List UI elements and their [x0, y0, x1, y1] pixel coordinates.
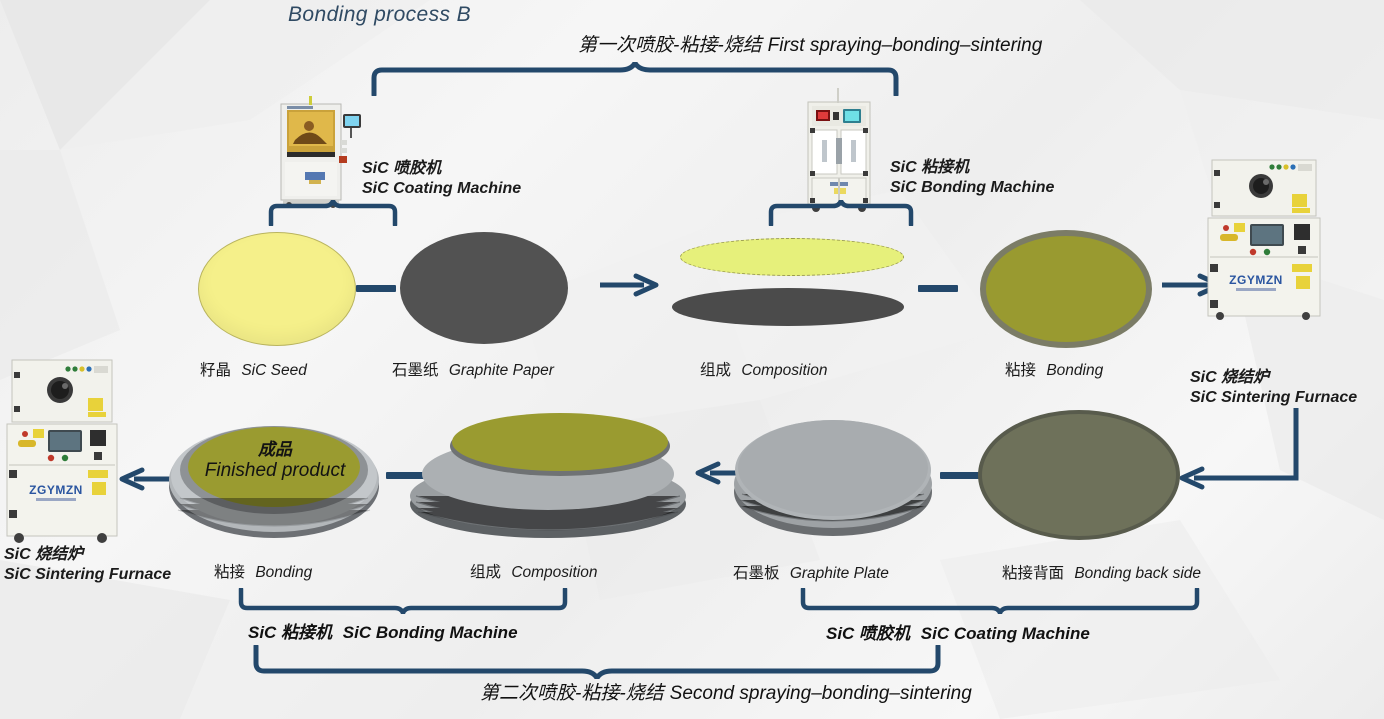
- arrow-furnace-right-to-bottom-row: [1178, 408, 1308, 498]
- machine-bonding-top-en: SiC Bonding Machine: [890, 178, 1055, 196]
- caption-graphite-paper-cn: 石墨纸: [392, 362, 439, 379]
- caption-bonding-back-side: 粘接背面 Bonding back side: [1002, 561, 1201, 583]
- machine-coating-top-en: SiC Coating Machine: [362, 179, 522, 197]
- brace-coating-top: [268, 198, 398, 228]
- machine-furnace-left-cn: SiC 烧结炉: [4, 546, 84, 563]
- caption-composition-bottom: 组成 Composition: [470, 560, 597, 582]
- connector-composition-to-bonding-bottom: [386, 472, 426, 479]
- phase-first-cn: 第一次喷胶-粘接-烧结: [578, 35, 762, 56]
- caption-bonding-top-cn: 粘接: [1005, 362, 1037, 379]
- caption-sic-seed-en: SiC Seed: [241, 362, 307, 379]
- machine-bonding-top-label: SiC 粘接机 SiC Bonding Machine: [890, 158, 1054, 197]
- caption-graphite-plate-cn: 石墨板: [733, 565, 780, 582]
- disc-bonding-top: [980, 230, 1152, 348]
- machine-furnace-left-en: SiC Sintering Furnace: [4, 565, 172, 583]
- machine-bonding-bottom-cn: SiC 粘接机: [248, 623, 333, 642]
- brace-bonding-bottom: [238, 586, 568, 616]
- brace-second-phase: [252, 643, 942, 681]
- machine-furnace-right-label: SiC 烧结炉 SiC Sintering Furnace: [1190, 368, 1357, 407]
- machine-coating-top-label: SiC 喷胶机 SiC Coating Machine: [362, 159, 521, 198]
- machine-coating-top-image: [265, 96, 365, 208]
- machine-furnace-right-en: SiC Sintering Furnace: [1190, 388, 1358, 406]
- caption-bonding-bottom-cn: 粘接: [214, 564, 246, 581]
- arrow-paper-to-composition: [600, 272, 660, 298]
- caption-composition-top: 组成 Composition: [700, 358, 827, 380]
- phase-second-cn: 第二次喷胶-粘接-烧结: [480, 683, 664, 704]
- phase-first-en: First spraying–bonding–sintering: [767, 35, 1043, 56]
- caption-composition-bottom-cn: 组成: [470, 564, 502, 581]
- finished-product-label: 成品 Finished product: [180, 440, 370, 482]
- connector-seed-to-paper: [356, 285, 396, 292]
- caption-graphite-paper: 石墨纸 Graphite Paper: [392, 358, 554, 380]
- caption-bonding-back-side-cn: 粘接背面: [1002, 565, 1065, 582]
- disc-bonding-back-side: [978, 410, 1180, 540]
- disc-composition-bottom: [408, 412, 688, 542]
- finished-product-en: Finished product: [204, 460, 346, 482]
- brace-bonding-top: [768, 198, 914, 228]
- connector-backside-to-plate: [940, 472, 980, 479]
- caption-composition-top-en: Composition: [741, 362, 828, 379]
- brace-coating-bottom: [800, 586, 1200, 616]
- svg-text:ZGYMZN: ZGYMZN: [1229, 273, 1283, 287]
- caption-bonding-top: 粘接 Bonding: [1005, 358, 1103, 380]
- machine-furnace-right-image: ZGYMZN: [1206, 158, 1324, 320]
- caption-composition-top-cn: 组成: [700, 362, 732, 379]
- machine-furnace-right-cn: SiC 烧结炉: [1190, 369, 1270, 386]
- caption-bonding-top-en: Bonding: [1046, 362, 1104, 379]
- machine-bonding-bottom-label: SiC 粘接机 SiC Bonding Machine: [248, 618, 518, 643]
- disc-composition-top-seed: [680, 238, 904, 276]
- disc-finished-product: [168, 414, 380, 540]
- machine-coating-bottom-label: SiC 喷胶机 SiC Coating Machine: [826, 619, 1090, 644]
- caption-bonding-back-side-en: Bonding back side: [1074, 565, 1201, 582]
- caption-sic-seed-cn: 籽晶: [200, 362, 232, 379]
- caption-graphite-paper-en: Graphite Paper: [448, 362, 554, 379]
- caption-composition-bottom-en: Composition: [511, 564, 598, 581]
- phase-second-en: Second spraying–bonding–sintering: [669, 683, 972, 704]
- caption-bonding-bottom-en: Bonding: [255, 564, 313, 581]
- svg-text:ZGYMZN: ZGYMZN: [29, 483, 83, 497]
- machine-furnace-left-label: SiC 烧结炉 SiC Sintering Furnace: [4, 545, 171, 584]
- disc-graphite-plate: [732, 410, 934, 542]
- machine-bonding-top-image: [800, 88, 878, 212]
- brace-first-phase: [370, 60, 900, 98]
- machine-coating-bottom-en: SiC Coating Machine: [920, 624, 1090, 643]
- caption-graphite-plate-en: Graphite Plate: [789, 565, 889, 582]
- caption-graphite-plate: 石墨板 Graphite Plate: [733, 561, 889, 583]
- caption-sic-seed: 籽晶 SiC Seed: [200, 358, 307, 380]
- machine-bonding-top-cn: SiC 粘接机: [890, 159, 970, 176]
- disc-graphite-paper: [400, 232, 568, 344]
- machine-coating-top-cn: SiC 喷胶机: [362, 160, 442, 177]
- caption-bonding-bottom: 粘接 Bonding: [214, 560, 312, 582]
- machine-coating-bottom-cn: SiC 喷胶机: [826, 624, 911, 643]
- machine-furnace-left-image: ZGYMZN: [4, 358, 120, 546]
- disc-sic-seed: [198, 232, 356, 346]
- connector-composition-to-bonding-top: [918, 285, 958, 292]
- page-title: Bonding process B: [288, 3, 472, 26]
- disc-composition-top-paper: [672, 288, 904, 326]
- machine-bonding-bottom-en: SiC Bonding Machine: [342, 623, 518, 642]
- finished-product-cn: 成品: [258, 440, 292, 459]
